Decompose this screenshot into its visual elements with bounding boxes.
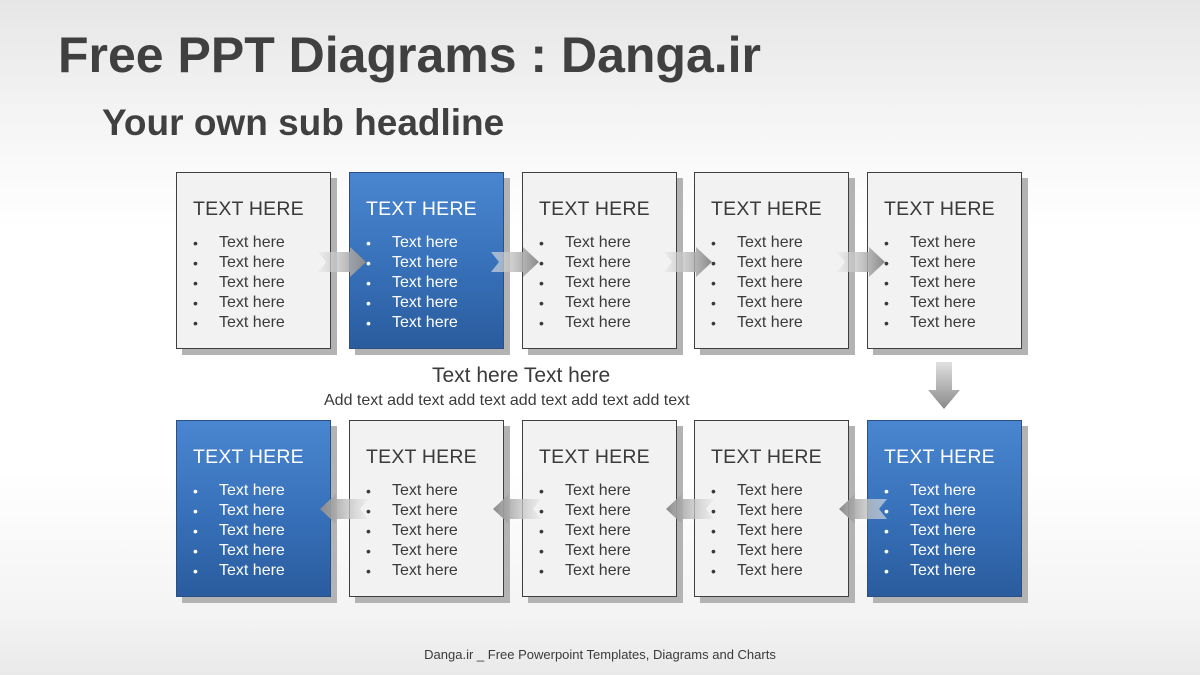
bullet-item: Text here <box>884 481 1021 501</box>
bullet-item: Text here <box>193 521 330 541</box>
bullet-item: Text here <box>711 233 848 253</box>
bullet-item: Text here <box>884 273 1021 293</box>
bullet-item: Text here <box>366 293 503 313</box>
center-caption-title: Text here Text here <box>432 364 611 387</box>
footer-text: Danga.ir _ Free Powerpoint Templates, Di… <box>424 647 776 662</box>
bullet-item: Text here <box>366 233 503 253</box>
bullet-item: Text here <box>193 313 330 333</box>
bullet-item: Text here <box>711 481 848 501</box>
bullet-item: Text here <box>711 521 848 541</box>
bullet-item: Text here <box>193 561 330 581</box>
bullet-item: Text here <box>711 253 848 273</box>
bullet-item: Text here <box>884 501 1021 521</box>
bullet-item: Text here <box>193 273 330 293</box>
step-heading: TEXT HERE <box>193 198 304 220</box>
step-heading: TEXT HERE <box>884 446 995 468</box>
arrow-right-icon <box>318 247 366 277</box>
bullet-item: Text here <box>884 233 1021 253</box>
bullet-item: Text here <box>884 541 1021 561</box>
bullet-item: Text here <box>366 481 503 501</box>
bullet-item: Text here <box>884 313 1021 333</box>
page-subtitle: Your own sub headline <box>102 102 505 143</box>
bullet-item: Text here <box>711 293 848 313</box>
bullet-item: Text here <box>539 293 676 313</box>
bullet-item: Text here <box>539 273 676 293</box>
bullet-item: Text here <box>366 541 503 561</box>
bullet-item: Text here <box>884 253 1021 273</box>
bullet-item: Text here <box>193 233 330 253</box>
bullet-item: Text here <box>193 293 330 313</box>
bullet-item: Text here <box>366 313 503 333</box>
arrow-left-icon <box>493 494 541 524</box>
step-heading: TEXT HERE <box>193 446 304 468</box>
bullet-item: Text here <box>366 521 503 541</box>
bullet-item: Text here <box>539 313 676 333</box>
bullet-item: Text here <box>539 561 676 581</box>
arrow-right-icon <box>837 247 885 277</box>
arrow-right-icon <box>491 247 539 277</box>
center-caption-text: Add text add text add text add text add … <box>324 392 690 409</box>
bullet-item: Text here <box>884 561 1021 581</box>
arrow-right-icon <box>664 247 712 277</box>
bullet-item: Text here <box>539 501 676 521</box>
bullet-item: Text here <box>366 273 503 293</box>
bullet-item: Text here <box>711 561 848 581</box>
bullet-item: Text here <box>193 253 330 273</box>
step-heading: TEXT HERE <box>366 446 477 468</box>
bullet-item: Text here <box>884 293 1021 313</box>
bullet-item: Text here <box>539 253 676 273</box>
bullet-item: Text here <box>539 481 676 501</box>
bullet-item: Text here <box>711 273 848 293</box>
bullet-item: Text here <box>366 561 503 581</box>
page-title: Free PPT Diagrams : Danga.ir <box>58 27 762 83</box>
step-heading: TEXT HERE <box>711 446 822 468</box>
bullet-item: Text here <box>711 541 848 561</box>
bullet-item: Text here <box>193 481 330 501</box>
arrow-left-icon <box>666 494 714 524</box>
step-heading: TEXT HERE <box>539 446 650 468</box>
step-heading: TEXT HERE <box>366 198 477 220</box>
bullet-item: Text here <box>366 253 503 273</box>
bullet-item: Text here <box>366 501 503 521</box>
arrow-down-icon <box>928 362 960 409</box>
bullet-item: Text here <box>539 541 676 561</box>
bullet-item: Text here <box>193 541 330 561</box>
bullet-item: Text here <box>884 521 1021 541</box>
step-heading: TEXT HERE <box>539 198 650 220</box>
arrow-left-icon <box>839 494 887 524</box>
bullet-item: Text here <box>711 313 848 333</box>
step-heading: TEXT HERE <box>884 198 995 220</box>
step-heading: TEXT HERE <box>711 198 822 220</box>
bullet-item: Text here <box>193 501 330 521</box>
bullet-item: Text here <box>539 521 676 541</box>
bullet-item: Text here <box>711 501 848 521</box>
arrow-left-icon <box>320 494 368 524</box>
bullet-item: Text here <box>539 233 676 253</box>
